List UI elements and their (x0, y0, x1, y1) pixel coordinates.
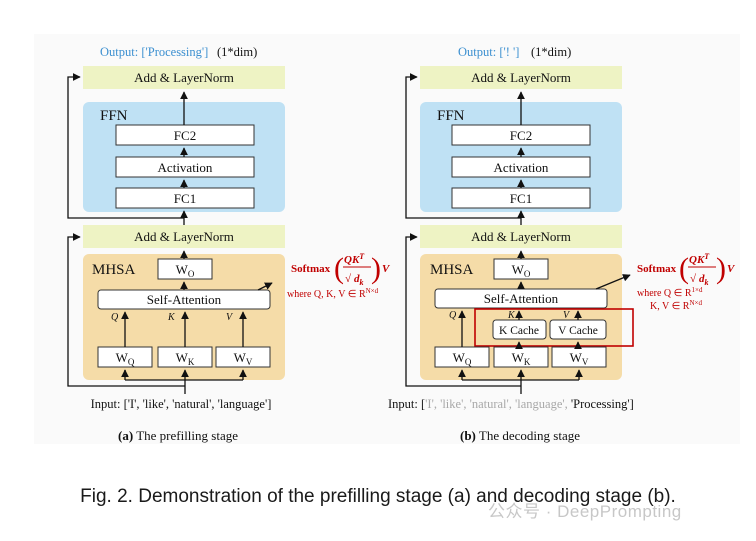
prefill-wk-label: WK (176, 350, 195, 367)
prefill-fc2-label: FC2 (174, 128, 196, 143)
decode-output-label: Output: ['! '] (458, 45, 519, 59)
prefill-k-label: K (167, 312, 176, 323)
decode-arrows (405, 73, 631, 394)
prefill-input-label: Input: ['I', 'like', 'natural', 'languag… (91, 397, 272, 411)
decode-add-norm-bottom-label: Add & LayerNorm (471, 229, 571, 244)
prefill-formula-v: V (382, 263, 391, 275)
prefill-paren-close: ) (371, 252, 381, 285)
decode-q-label: Q (449, 310, 457, 321)
decode-self-attention-label: Self-Attention (484, 291, 559, 306)
decode-softmax-formula: Softmax ( QKT √ dk ) V where Q ∈ R1×d K,… (637, 252, 736, 312)
prefill-fc1-box (115, 187, 255, 209)
prefill-add-norm-top-label: Add & LayerNorm (134, 70, 234, 85)
prefill-softmax-formula: Softmax ( QKT √ dk ) V where Q, K, V ∈ R… (287, 252, 391, 300)
prefill-self-attention-label: Self-Attention (147, 292, 222, 307)
decode-k-cache-label: K Cache (499, 325, 539, 337)
prefill-where: where Q, K, V ∈ RN×d (287, 287, 379, 300)
decode-ffn-label: FFN (437, 108, 465, 124)
prefill-wo-label: WO (176, 262, 195, 279)
decode-kv-cache-highlight (474, 308, 634, 347)
decode-activation-label: Activation (494, 160, 549, 175)
decode-caption: (b) The decoding stage (460, 428, 580, 443)
decode-mhsa-label: MHSA (430, 262, 474, 278)
figure-caption: Fig. 2. Demonstration of the prefilling … (80, 486, 676, 507)
prefill-add-norm-bottom-label: Add & LayerNorm (134, 229, 234, 244)
decode-input-label: Input: ['I', 'like', 'natural', 'languag… (388, 397, 634, 411)
prefill-output-label: Output: ['Processing'] (100, 45, 208, 59)
decode-sqrt: √ (690, 273, 697, 285)
prefill-caption: (a) The prefilling stage (118, 428, 238, 443)
prefill-formula-num: QKT (344, 252, 365, 266)
decode-diagram: Output: ['! '] (1*dim) Add & LayerNorm F… (388, 45, 736, 443)
prefill-arrows (67, 73, 273, 394)
prefill-activation-label: Activation (158, 160, 213, 175)
decode-add-norm-top (420, 66, 622, 89)
decode-k-label: K (507, 310, 516, 321)
prefill-fc2-box (115, 124, 255, 146)
decode-paren-close: ) (716, 252, 726, 285)
decode-wv-label: WV (570, 350, 589, 367)
decode-paren-open: ( (679, 252, 689, 285)
prefill-q-label: Q (111, 312, 119, 323)
decode-wq-label: WQ (453, 350, 472, 367)
prefill-wo-box (157, 258, 213, 280)
decode-v-cache-label: V Cache (558, 325, 598, 337)
watermark: 公众号 · DeepPrompting (488, 502, 682, 521)
prefill-activation-box (115, 156, 255, 178)
decode-output-dim: (1*dim) (531, 45, 571, 59)
prefill-output-dim: (1*dim) (217, 45, 257, 59)
decode-formula-num: QKT (689, 252, 710, 266)
decode-where2: K, V ∈ RN×d (650, 299, 702, 312)
decode-add-norm-top-label: Add & LayerNorm (471, 70, 571, 85)
decode-formula-v: V (727, 263, 736, 275)
prefill-wq-label: WQ (116, 350, 135, 367)
decode-softmax-text: Softmax (637, 263, 677, 275)
prefill-ffn-label: FFN (100, 108, 128, 124)
prefill-v-label: V (226, 312, 234, 323)
prefill-mhsa-label: MHSA (92, 262, 136, 278)
prefill-sqrt: √ (345, 273, 352, 285)
decode-wo-label: WO (512, 262, 531, 279)
decode-formula-den: dk (699, 273, 709, 287)
prefill-formula-den: dk (354, 273, 364, 287)
decode-fc2-label: FC2 (510, 128, 532, 143)
prefill-fc1-label: FC1 (174, 191, 196, 206)
decode-wk-label: WK (512, 350, 531, 367)
prefill-add-norm-top (83, 66, 285, 89)
decode-add-norm-bottom (420, 225, 622, 248)
decode-fc1-label: FC1 (510, 191, 532, 206)
decode-v-label: V (563, 310, 571, 321)
prefill-paren-open: ( (334, 252, 344, 285)
prefill-wv-label: WV (234, 350, 253, 367)
decode-where1: where Q ∈ R1×d (637, 286, 703, 299)
prefill-add-norm-bottom (83, 225, 285, 248)
prefill-diagram: Output: ['Processing'] (1*dim) Add & Lay… (67, 45, 391, 443)
prefill-softmax-text: Softmax (291, 263, 331, 275)
